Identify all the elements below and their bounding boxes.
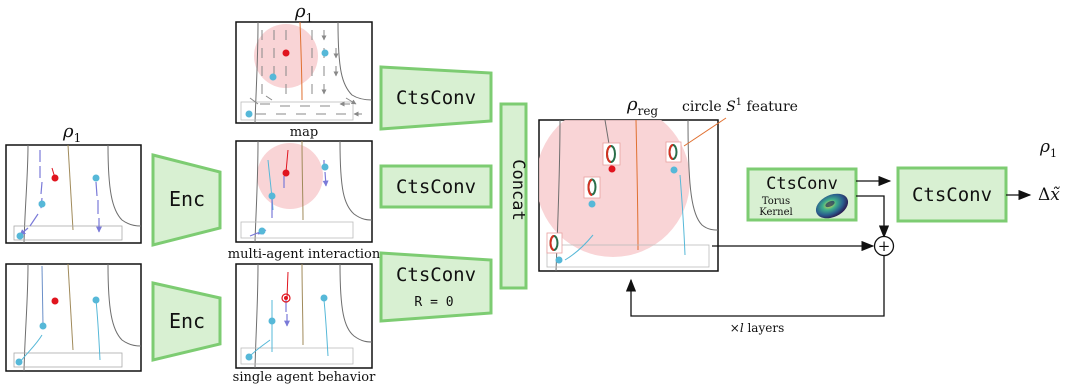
ctsconv-final-label: CtsConv: [912, 184, 992, 206]
torus-kernel-icon: [815, 193, 849, 219]
multi-agent-panel: multi-agent interaction: [228, 140, 381, 262]
ctsconv-single-param: R = 0: [414, 295, 453, 310]
torus-label-line2: Kernel: [759, 207, 792, 218]
reg-panel: ρreg circle S1 feature: [538, 94, 798, 272]
map-panel: ρ1 map: [235, 1, 373, 140]
output-delta-x: Δx̃: [1038, 185, 1060, 205]
ctsconv-torus-label: CtsConv: [766, 174, 838, 194]
feature-label: circle S1 feature: [682, 97, 798, 115]
input-panel-top: ρ1: [5, 121, 142, 244]
enc-block-top: Enc: [151, 153, 222, 247]
s1-feature-icon: [583, 176, 601, 199]
ctsconv-multi-block: CtsConv: [379, 164, 493, 209]
enc-label-bottom: Enc: [169, 309, 205, 333]
map-caption: map: [290, 125, 318, 140]
multi-agent-caption: multi-agent interaction: [228, 247, 381, 262]
map-title: ρ1: [294, 1, 313, 25]
torus-label-line1: Torus: [762, 196, 790, 207]
feature-pointer: [683, 117, 727, 147]
input-panel-bottom: [5, 263, 142, 372]
input-top-title: ρ1: [62, 121, 81, 145]
sum-node: +: [873, 235, 895, 257]
ctsconv-torus-block: CtsConv Torus Kernel: [746, 167, 858, 222]
sum-symbol: +: [878, 237, 891, 255]
single-agent-caption: single agent behavior: [233, 370, 376, 385]
enc-label-top: Enc: [169, 187, 205, 211]
ctsconv-map-block: CtsConv: [379, 65, 493, 131]
s1-feature-icon: [602, 142, 621, 166]
vector-field: [249, 30, 362, 114]
ctsconv-single-block: CtsConv R = 0: [379, 251, 493, 323]
ctsconv-multi-label: CtsConv: [396, 176, 476, 198]
ctsconv-map-label: CtsConv: [396, 87, 476, 109]
concat-label: Concat: [508, 159, 528, 220]
layers-label: ×l layers: [730, 321, 785, 335]
reg-title: ρreg: [626, 94, 658, 118]
enc-block-bottom: Enc: [151, 281, 222, 362]
s1-feature-icon: [546, 232, 563, 254]
ctsconv-final-block: CtsConv: [896, 166, 1008, 223]
ctsconv-single-label: CtsConv: [396, 264, 476, 286]
s1-feature-icon: [665, 141, 682, 163]
single-agent-panel: single agent behavior: [233, 263, 376, 385]
concat-block: Concat: [499, 102, 528, 290]
connector-arrows: [625, 175, 1032, 317]
output-rho: ρ1: [1039, 137, 1057, 160]
